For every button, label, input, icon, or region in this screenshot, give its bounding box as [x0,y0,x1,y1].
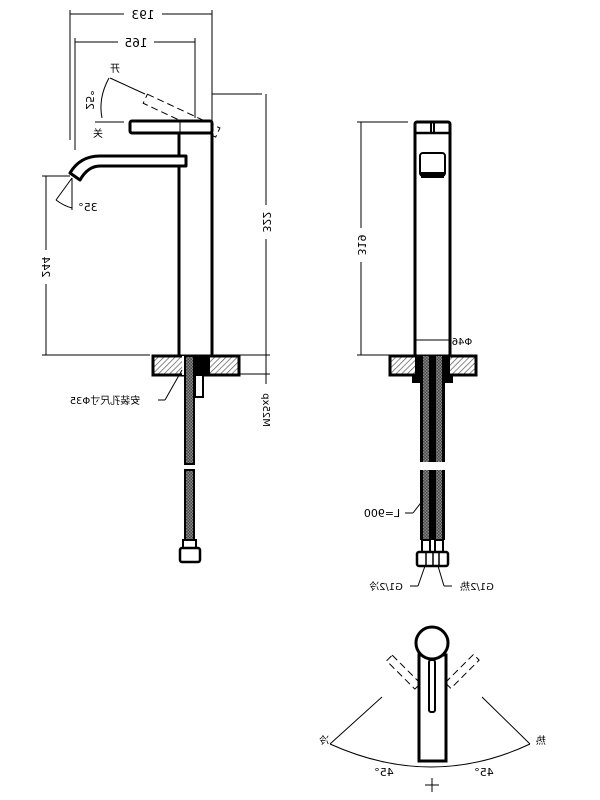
front-view: 319 Φ46 [354,120,494,593]
angle-right-45-label: 45° [474,766,494,779]
front-body: Φ46 [413,120,473,358]
inlet-callouts: G1/2冷 G1/2热 [369,565,494,593]
deck-section: 安装孔尺寸Φ35 [70,354,241,407]
angle-25-label: 25° [83,90,96,110]
hot-inlet-label: G1/2热 [460,580,494,593]
thread-label: M25xp [260,393,271,427]
dimension-front-height: 319 [354,121,408,356]
side-hose [178,355,202,564]
front-hoses [415,356,450,568]
label-close: 关 [93,127,103,140]
top-hot-label: 热 [536,734,546,747]
side-view: 193 165 开 25° 关 [39,7,273,564]
dimension-spout-reach: 165 [74,35,196,150]
spout-angle-indicator: 35° [55,177,98,214]
dim-46-label: Φ46 [452,337,473,348]
top-cold-label: 冷 [319,734,329,747]
dimension-total-length: 193 [69,7,213,140]
faucet-body [68,119,214,356]
top-view: 冷 热 45° 45° [319,625,546,792]
label-open: 开 [110,64,120,75]
angle-35-label: 35° [78,201,98,214]
hose-length-callout: L=900 [364,499,424,520]
dim-244-label: 244 [39,257,52,278]
dim-165-label: 165 [125,36,148,50]
dimension-height: 322 M25xp [212,93,273,434]
dimension-spout-height: 244 [39,175,150,356]
dim-319-label: 319 [355,235,368,256]
dim-193-label: 193 [132,8,155,22]
hose-length-label: L=900 [364,507,400,520]
angle-left-45-label: 45° [374,766,394,779]
cold-inlet-label: G1/2冷 [369,580,403,593]
lever-angle-indicator: 开 25° 关 [83,64,221,140]
mount-hole-label: 安装孔尺寸Φ35 [70,394,141,407]
dim-322-label: 322 [260,212,273,233]
